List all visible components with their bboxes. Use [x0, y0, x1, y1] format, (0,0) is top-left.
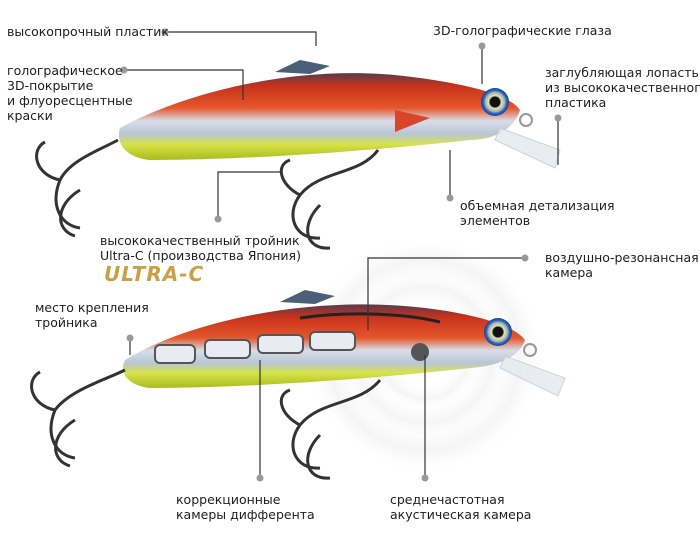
label-line: объемная детализация	[460, 198, 615, 213]
label-line: 3D-покрытие	[7, 78, 94, 93]
callout-dots	[120, 28, 562, 482]
eye-icon	[484, 318, 512, 346]
label-line: из высококачественного	[545, 80, 700, 95]
label-line: высококачественный тройник	[100, 233, 300, 248]
label-line: Ultra-C (производства Япония)	[100, 248, 301, 263]
label-hook: высококачественный тройник Ultra-C (прои…	[100, 233, 301, 263]
label-line: среднечастотная	[390, 492, 505, 507]
label-eyes: 3D-голографические глаза	[433, 23, 612, 38]
eye-icon	[481, 88, 509, 116]
label-line: краски	[7, 108, 53, 123]
label-coating: голографическое 3D-покрытие и флуоресцен…	[7, 63, 133, 123]
label-air-chamber: воздушно-резонансная камера	[545, 250, 699, 280]
label-lip: заглубляющая лопасть из высококачественн…	[545, 65, 700, 110]
label-plastic: высокопрочный пластик	[7, 24, 169, 39]
label-trim: коррекционные камеры дифферента	[176, 492, 315, 522]
label-line: элементов	[460, 213, 531, 228]
label-line: тройника	[35, 315, 98, 330]
label-line: пластика	[545, 95, 607, 110]
label-line: камеры дифферента	[176, 507, 315, 522]
acoustic-ball	[411, 343, 429, 361]
label-line: заглубляющая лопасть	[545, 65, 699, 80]
label-line: голографическое	[7, 63, 123, 78]
label-line: место крепления	[35, 300, 149, 315]
label-acoustic: среднечастотная акустическая камера	[390, 492, 531, 522]
label-line: и флуоресцентные	[7, 93, 133, 108]
label-detail: объемная детализация элементов	[460, 198, 614, 228]
treble-hook-icon	[35, 138, 380, 250]
label-mount: место крепления тройника	[35, 300, 149, 330]
ultra-c-logo: ULTRA-C	[104, 262, 205, 286]
label-line: камера	[545, 265, 593, 280]
label-line: воздушно-резонансная	[545, 250, 699, 265]
lure-top	[35, 60, 561, 250]
trim-chambers	[154, 331, 356, 364]
label-line: коррекционные	[176, 492, 281, 507]
treble-hook-icon	[30, 368, 382, 480]
label-line: акустическая камера	[390, 507, 532, 522]
callout-lines	[124, 31, 559, 478]
